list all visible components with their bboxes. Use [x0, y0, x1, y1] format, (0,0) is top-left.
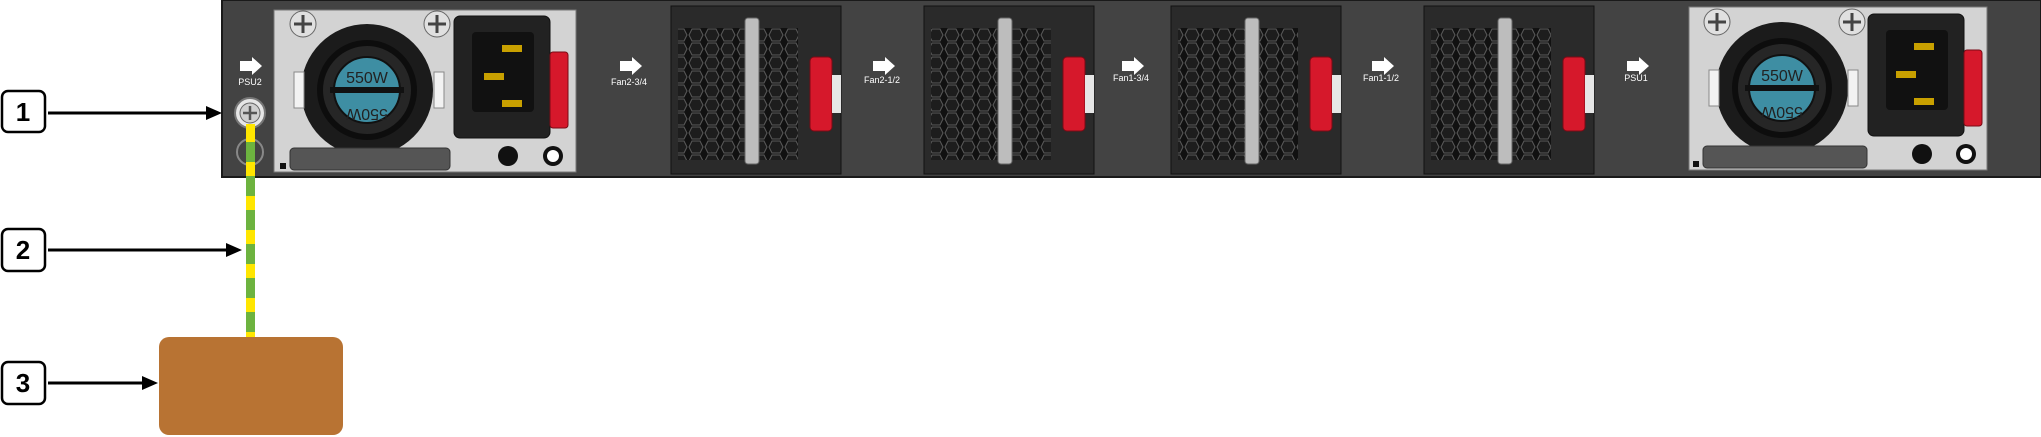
- fan-release-latch[interactable]: [1309, 56, 1333, 132]
- airflow-arrow-icon: [1372, 57, 1394, 75]
- screw-icon: [289, 10, 317, 38]
- fan-module-fan1-12: Fan1-1/2: [1363, 5, 1595, 175]
- fan2-34-label: Fan2-3/4: [611, 77, 647, 87]
- callout-2: 2: [0, 227, 242, 273]
- ground-point: [159, 337, 343, 435]
- fan-module-fan2-34: Fan2-3/4: [611, 5, 842, 175]
- callout-3-number: 3: [16, 368, 30, 398]
- screw-icon: [423, 10, 451, 38]
- psu1-release-latch[interactable]: [1963, 49, 1983, 127]
- psu2-module: 550W 550W: [273, 9, 577, 173]
- psu2-release-latch[interactable]: [549, 51, 569, 129]
- callout-2-number: 2: [16, 235, 30, 265]
- psu1-module: 550W 550W: [1688, 6, 1988, 171]
- fan2-12-label: Fan2-1/2: [864, 75, 900, 85]
- callout-3: 3: [0, 360, 158, 406]
- psu2-wattage: 550W: [346, 70, 389, 87]
- screw-icon: [1838, 8, 1866, 36]
- psu1-label: PSU1: [1624, 73, 1648, 83]
- fan1-34-label: Fan1-3/4: [1113, 73, 1149, 83]
- psu2-status-led: [498, 146, 518, 166]
- fan-release-latch[interactable]: [1562, 56, 1586, 132]
- psu2-label: PSU2: [238, 77, 262, 87]
- airflow-arrow-icon: [240, 57, 262, 75]
- psu2-airflow-indicator: PSU2: [238, 57, 262, 87]
- arrow-right-icon: [226, 243, 242, 257]
- airflow-arrow-icon: [1122, 57, 1144, 75]
- fan-release-latch[interactable]: [809, 56, 833, 132]
- fan-pull-handle[interactable]: [744, 17, 760, 165]
- psu1-wattage: 550W: [1761, 68, 1804, 85]
- callout-1-number: 1: [16, 97, 30, 127]
- psu2-handle[interactable]: [289, 147, 451, 171]
- airflow-arrow-icon: [620, 57, 642, 75]
- airflow-arrow-icon: [873, 57, 895, 75]
- fan-pull-handle[interactable]: [1497, 17, 1513, 165]
- psu2-wattage-inverted: 550W: [345, 105, 388, 122]
- fan-module-fan2-12: Fan2-1/2: [864, 5, 1095, 175]
- arrow-right-icon: [142, 376, 158, 390]
- psu1-wattage-inverted: 550W: [1760, 103, 1803, 120]
- psu1-airflow-indicator: PSU1: [1624, 57, 1649, 83]
- fan-module-fan1-34: Fan1-3/4: [1113, 5, 1342, 175]
- arrow-right-icon: [206, 106, 222, 120]
- fan-pull-handle[interactable]: [997, 17, 1013, 165]
- psu1-status-led: [1912, 144, 1932, 164]
- ground-wire: [246, 124, 255, 338]
- fan-release-latch[interactable]: [1062, 56, 1086, 132]
- fan-pull-handle[interactable]: [1244, 17, 1260, 165]
- fan1-12-label: Fan1-1/2: [1363, 73, 1399, 83]
- psu1-handle[interactable]: [1702, 145, 1868, 169]
- callout-1: 1: [0, 89, 222, 134]
- screw-icon: [1703, 8, 1731, 36]
- airflow-arrow-icon: [1627, 57, 1649, 75]
